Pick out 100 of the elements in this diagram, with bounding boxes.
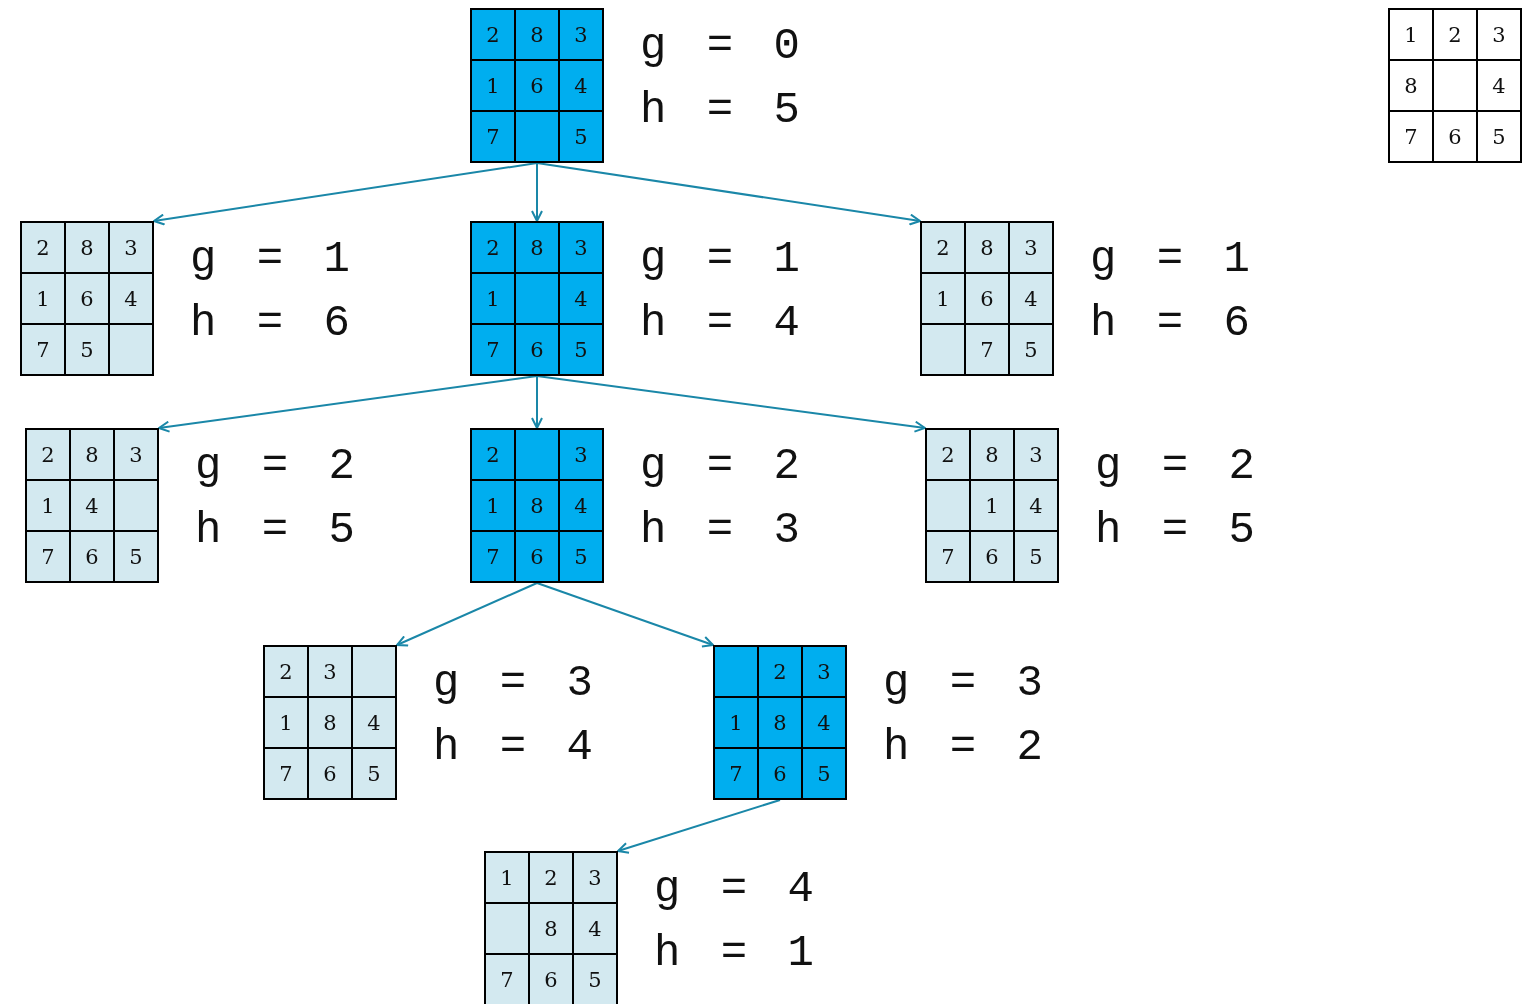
- puzzle-tile: 4: [560, 481, 602, 530]
- puzzle-tile: 3: [110, 223, 152, 272]
- cost-label: g = 0: [640, 20, 801, 72]
- arrow: [536, 162, 921, 226]
- puzzle-tile: 2: [530, 853, 572, 902]
- arrow: [536, 375, 926, 433]
- puzzle-tile: 8: [516, 481, 558, 530]
- puzzle-tile: 6: [1434, 112, 1476, 161]
- arrow: [153, 162, 538, 226]
- puzzle-tile: 8: [309, 698, 351, 747]
- puzzle-tile: 5: [560, 112, 602, 161]
- puzzle-tile: 1: [472, 481, 514, 530]
- cost-label: h = 6: [1090, 297, 1251, 349]
- puzzle-tile: 8: [1390, 61, 1432, 110]
- puzzle-tile: 8: [516, 223, 558, 272]
- cost-label: h = 5: [195, 504, 356, 556]
- empty-tile: [353, 647, 395, 696]
- puzzle-tile: 2: [472, 10, 514, 59]
- cost-label: h = 6: [190, 297, 351, 349]
- cost-label: g = 2: [195, 440, 356, 492]
- puzzle-tile: 5: [1478, 112, 1520, 161]
- puzzle-tile: 7: [472, 112, 514, 161]
- cost-label: h = 5: [640, 84, 801, 136]
- puzzle-tile: 1: [971, 481, 1013, 530]
- puzzle-tile: 4: [71, 481, 113, 530]
- empty-tile: [486, 904, 528, 953]
- puzzle-tile: 2: [759, 647, 801, 696]
- puzzle-tile: 2: [265, 647, 307, 696]
- puzzle-tile: 5: [1010, 325, 1052, 374]
- puzzle-tile: 6: [516, 532, 558, 581]
- puzzle-tile: 3: [309, 647, 351, 696]
- puzzle-tile: 1: [22, 274, 64, 323]
- puzzle-tile: 4: [1010, 274, 1052, 323]
- empty-tile: [516, 430, 558, 479]
- cost-label: h = 3: [640, 504, 801, 556]
- puzzle-tile: 3: [560, 10, 602, 59]
- puzzle-board: [713, 645, 847, 800]
- cost-label: g = 1: [190, 233, 351, 285]
- puzzle-tile: 7: [265, 749, 307, 798]
- puzzle-tile: 1: [27, 481, 69, 530]
- puzzle-tile: 5: [574, 955, 616, 1004]
- puzzle-tile: 2: [1434, 10, 1476, 59]
- puzzle-tile: 1: [486, 853, 528, 902]
- cost-label: h = 5: [1095, 504, 1256, 556]
- puzzle-tile: 1: [472, 274, 514, 323]
- puzzle-tile: 6: [66, 274, 108, 323]
- cost-label: h = 4: [640, 297, 801, 349]
- puzzle-tile: 2: [27, 430, 69, 479]
- empty-tile: [1434, 61, 1476, 110]
- cost-label: g = 4: [654, 863, 815, 915]
- puzzle-board: [1388, 8, 1522, 163]
- puzzle-tile: 6: [971, 532, 1013, 581]
- empty-tile: [927, 481, 969, 530]
- cost-label: g = 1: [1090, 233, 1251, 285]
- puzzle-tile: 7: [22, 325, 64, 374]
- puzzle-tile: 7: [715, 749, 757, 798]
- empty-tile: [516, 274, 558, 323]
- puzzle-tile: 3: [803, 647, 845, 696]
- puzzle-board: [263, 645, 397, 800]
- puzzle-tile: 2: [927, 430, 969, 479]
- puzzle-tile: 8: [966, 223, 1008, 272]
- empty-tile: [715, 647, 757, 696]
- cost-label: g = 2: [640, 440, 801, 492]
- puzzle-tile: 4: [560, 61, 602, 110]
- puzzle-tile: 7: [472, 325, 514, 374]
- puzzle-tile: 2: [22, 223, 64, 272]
- puzzle-tile: 7: [27, 532, 69, 581]
- empty-tile: [922, 325, 964, 374]
- puzzle-board: [484, 851, 618, 1004]
- puzzle-tile: 5: [353, 749, 395, 798]
- puzzle-tile: 6: [71, 532, 113, 581]
- puzzle-tile: 2: [922, 223, 964, 272]
- puzzle-tile: 7: [1390, 112, 1432, 161]
- puzzle-tile: 4: [110, 274, 152, 323]
- arrow: [531, 375, 543, 429]
- puzzle-tile: 8: [516, 10, 558, 59]
- empty-tile: [115, 481, 157, 530]
- cost-label: g = 2: [1095, 440, 1256, 492]
- puzzle-tile: 7: [486, 955, 528, 1004]
- puzzle-tile: 6: [759, 749, 801, 798]
- arrow: [531, 162, 543, 222]
- cost-label: g = 3: [433, 657, 594, 709]
- cost-label: h = 4: [433, 721, 594, 773]
- puzzle-tile: 8: [759, 698, 801, 747]
- puzzle-tile: 3: [1478, 10, 1520, 59]
- puzzle-tile: 3: [560, 223, 602, 272]
- arrow: [396, 582, 538, 647]
- puzzle-board: [470, 221, 604, 376]
- puzzle-tile: 5: [560, 325, 602, 374]
- puzzle-tile: 5: [115, 532, 157, 581]
- puzzle-board: [20, 221, 154, 376]
- puzzle-tile: 5: [1015, 532, 1057, 581]
- arrow: [536, 582, 714, 648]
- puzzle-tile: 5: [560, 532, 602, 581]
- empty-tile: [516, 112, 558, 161]
- puzzle-board: [920, 221, 1054, 376]
- puzzle-tile: 3: [574, 853, 616, 902]
- puzzle-tile: 4: [353, 698, 395, 747]
- puzzle-tile: 8: [66, 223, 108, 272]
- puzzle-tile: 6: [516, 61, 558, 110]
